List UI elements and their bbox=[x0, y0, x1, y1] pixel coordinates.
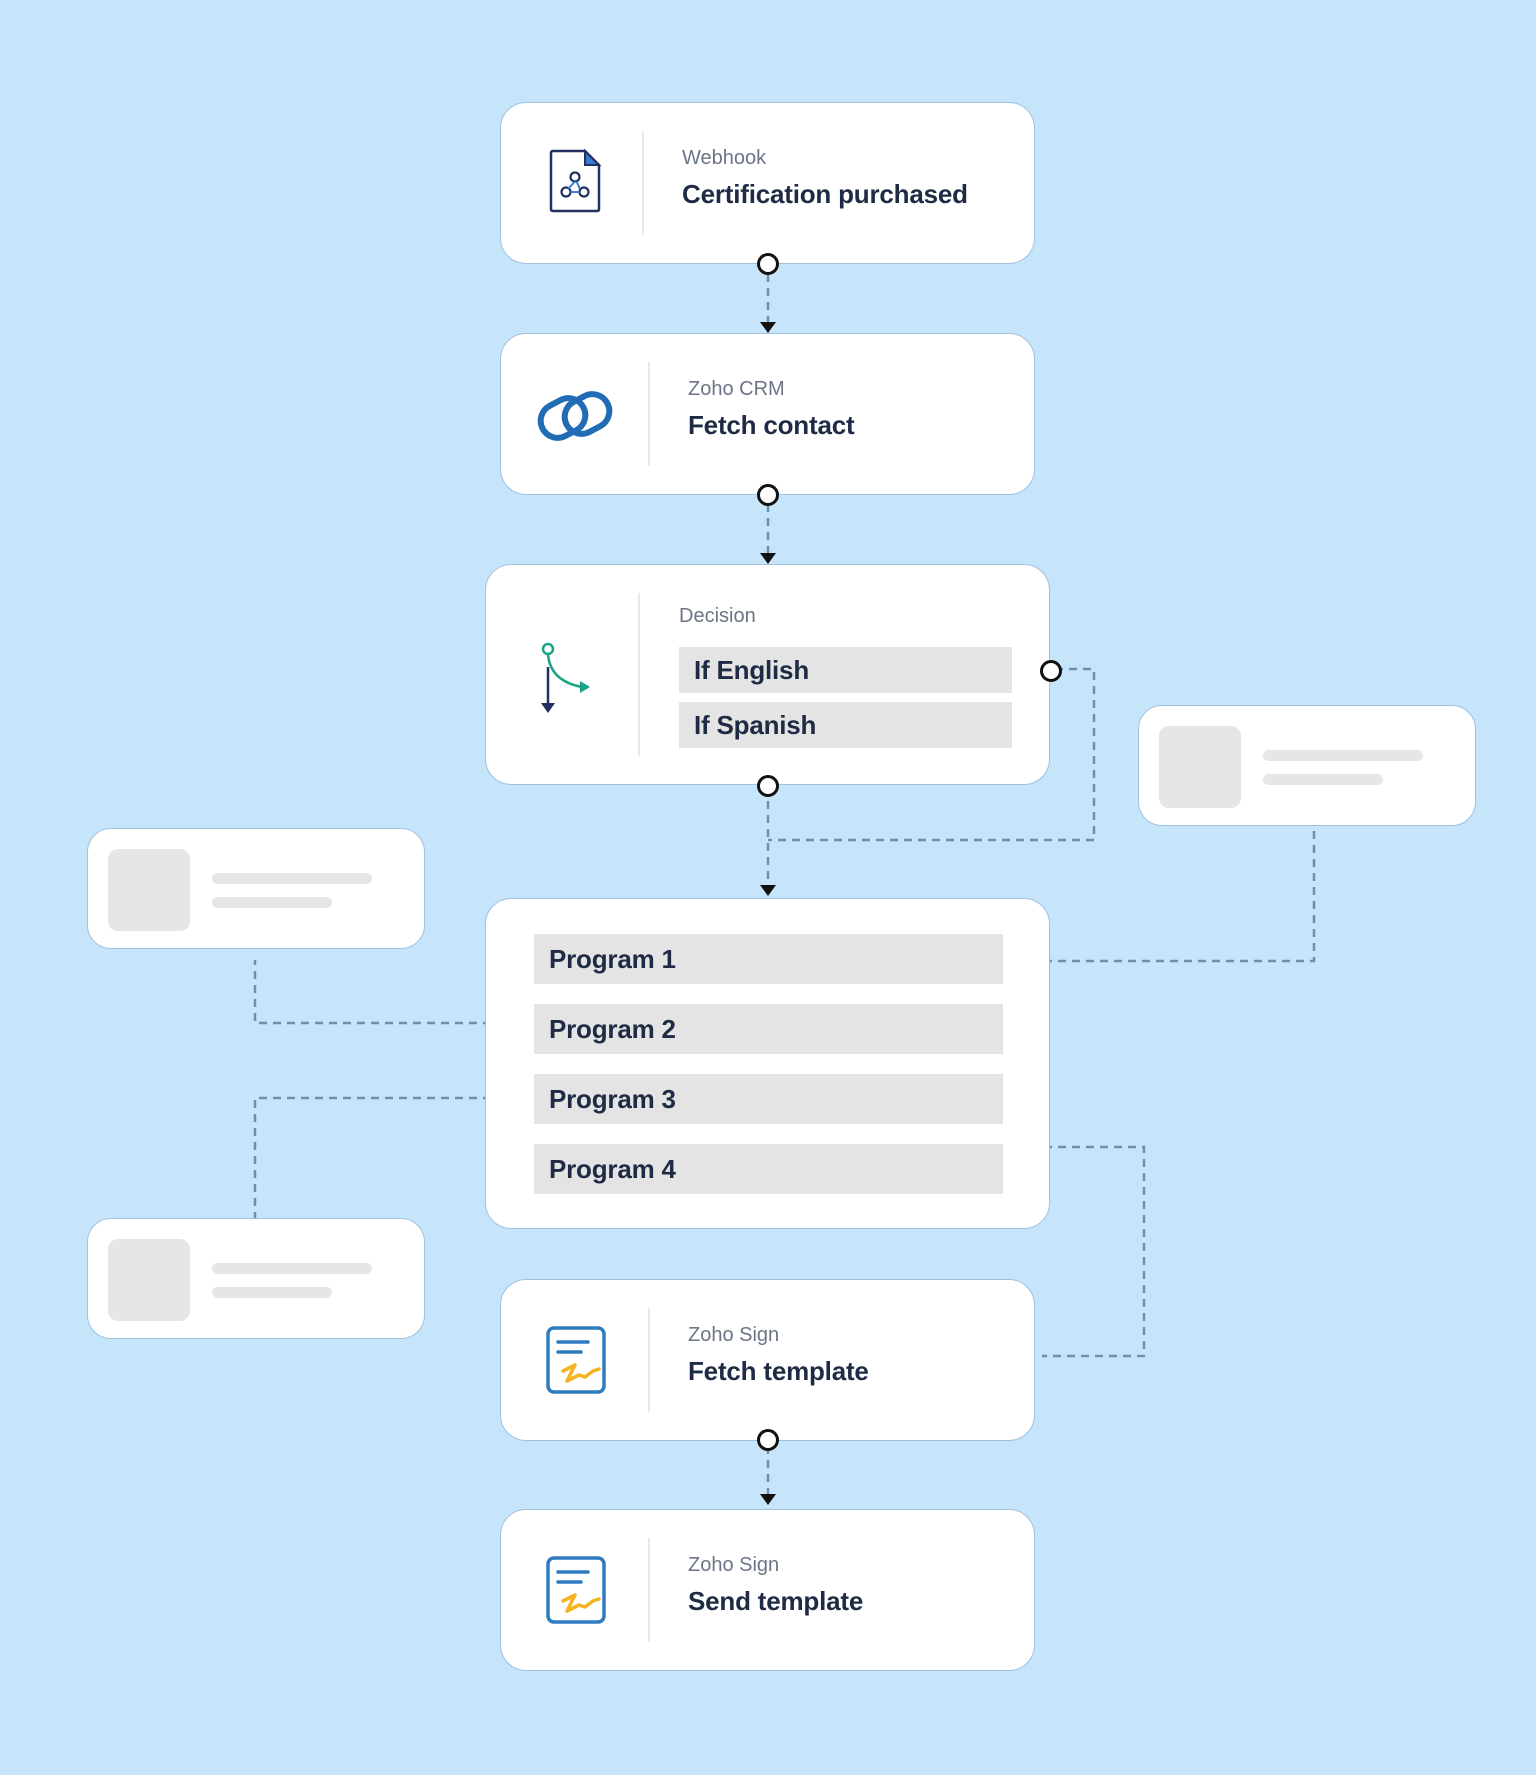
card-divider bbox=[648, 362, 650, 466]
if-spanish-output-node[interactable] bbox=[757, 775, 779, 797]
zoho-sign-fetch-card[interactable]: Zoho Sign Fetch template bbox=[500, 1279, 1035, 1441]
if-english-output-node[interactable] bbox=[1040, 660, 1062, 682]
placeholder-icon bbox=[1159, 726, 1241, 808]
branch-if-english[interactable]: If English bbox=[679, 647, 1012, 693]
program-row[interactable]: Program 1 bbox=[534, 934, 1003, 984]
placeholder-line bbox=[1263, 750, 1423, 761]
placeholder-card-right[interactable] bbox=[1138, 705, 1476, 826]
placeholder-card-left-bottom[interactable] bbox=[87, 1218, 425, 1339]
zoho-crm-step-card[interactable]: Zoho CRM Fetch contact bbox=[500, 333, 1035, 495]
placeholder-icon bbox=[108, 849, 190, 931]
step-type-label: Zoho Sign bbox=[688, 1554, 780, 1576]
placeholder-line bbox=[212, 873, 372, 884]
step-title: Certification purchased bbox=[682, 179, 968, 209]
webhook-file-icon bbox=[547, 147, 603, 215]
step-type-label: Zoho CRM bbox=[688, 378, 785, 400]
card-divider bbox=[638, 593, 640, 756]
output-node[interactable] bbox=[757, 1429, 779, 1451]
arrow-to-programs bbox=[760, 885, 776, 896]
output-node[interactable] bbox=[757, 484, 779, 506]
placeholder-line bbox=[212, 1287, 332, 1298]
placeholder-card-left-top[interactable] bbox=[87, 828, 425, 949]
decision-branch-icon bbox=[536, 641, 596, 717]
card-divider bbox=[648, 1538, 650, 1642]
branch-if-spanish[interactable]: If Spanish bbox=[679, 702, 1012, 748]
step-title: Fetch template bbox=[688, 1356, 869, 1386]
programs-card[interactable]: Program 1 Program 2 Program 3 Program 4 bbox=[485, 898, 1050, 1229]
program-row[interactable]: Program 3 bbox=[534, 1074, 1003, 1124]
program-row[interactable]: Program 4 bbox=[534, 1144, 1003, 1194]
step-type-label: Decision bbox=[679, 605, 756, 627]
placeholder-icon bbox=[108, 1239, 190, 1321]
arrow-to-send bbox=[760, 1494, 776, 1505]
zoho-sign-icon bbox=[545, 1555, 607, 1625]
card-divider bbox=[642, 131, 644, 235]
webhook-step-card[interactable]: Webhook Certification purchased bbox=[500, 102, 1035, 264]
arrow-to-crm bbox=[760, 322, 776, 333]
zoho-sign-send-card[interactable]: Zoho Sign Send template bbox=[500, 1509, 1035, 1671]
placeholder-line bbox=[212, 897, 332, 908]
arrow-to-decision bbox=[760, 553, 776, 564]
step-title: Fetch contact bbox=[688, 410, 855, 440]
step-type-label: Zoho Sign bbox=[688, 1324, 780, 1346]
output-node[interactable] bbox=[757, 253, 779, 275]
zoho-crm-icon bbox=[535, 390, 615, 442]
step-title: Send template bbox=[688, 1586, 864, 1616]
decision-step-card[interactable]: Decision If English If Spanish bbox=[485, 564, 1050, 785]
step-type-label: Webhook bbox=[682, 147, 767, 169]
placeholder-line bbox=[212, 1263, 372, 1274]
placeholder-line bbox=[1263, 774, 1383, 785]
zoho-sign-icon bbox=[545, 1325, 607, 1395]
card-divider bbox=[648, 1308, 650, 1412]
program-row[interactable]: Program 2 bbox=[534, 1004, 1003, 1054]
